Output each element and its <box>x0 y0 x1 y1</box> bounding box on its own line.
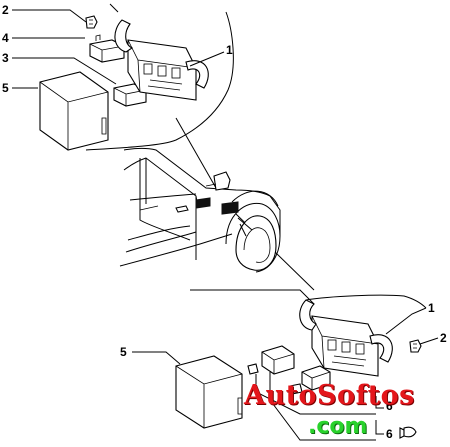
clip-part-bottom <box>409 339 422 353</box>
small-relay-part-bottom <box>289 383 303 395</box>
callout-bottom-2: 2 <box>440 331 447 345</box>
relay-part-top-4 <box>89 34 125 63</box>
fuse-cover-top <box>39 71 109 151</box>
fuse-cover-bottom <box>175 355 243 429</box>
relay-part-bottom-large <box>261 345 295 375</box>
top-detail-group: 2 4 3 5 <box>2 3 234 151</box>
fuse-location-marker-2 <box>221 201 239 215</box>
callout-top-5: 5 <box>2 81 9 95</box>
callout-top-3: 3 <box>2 51 9 65</box>
callout-bottom-5: 5 <box>120 345 127 359</box>
callout-top-4: 4 <box>2 31 9 45</box>
mirror <box>213 171 231 191</box>
callout-bottom-6b: 6 <box>386 427 393 441</box>
fuse-board-bottom <box>299 299 393 377</box>
horn-icon <box>399 426 417 439</box>
bottom-detail-group: 1 2 5 6 <box>120 294 447 441</box>
callout-bottom-1: 1 <box>428 301 435 315</box>
relay-part-bottom-small <box>301 365 331 391</box>
fuse-location-marker-1 <box>195 197 211 209</box>
car-front-quarter <box>119 148 315 305</box>
leader-top <box>175 117 217 189</box>
clip-part-top <box>85 15 98 29</box>
fuse-board-top <box>114 19 209 101</box>
callout-bottom-6a: 6 <box>386 399 393 413</box>
watermark-brand: AutoSoftos <box>244 380 415 411</box>
connector-part-bottom <box>247 363 259 375</box>
callout-top-2: 2 <box>2 3 9 17</box>
watermark-domain: .com <box>308 414 368 439</box>
callout-top-1: 1 <box>226 43 233 57</box>
